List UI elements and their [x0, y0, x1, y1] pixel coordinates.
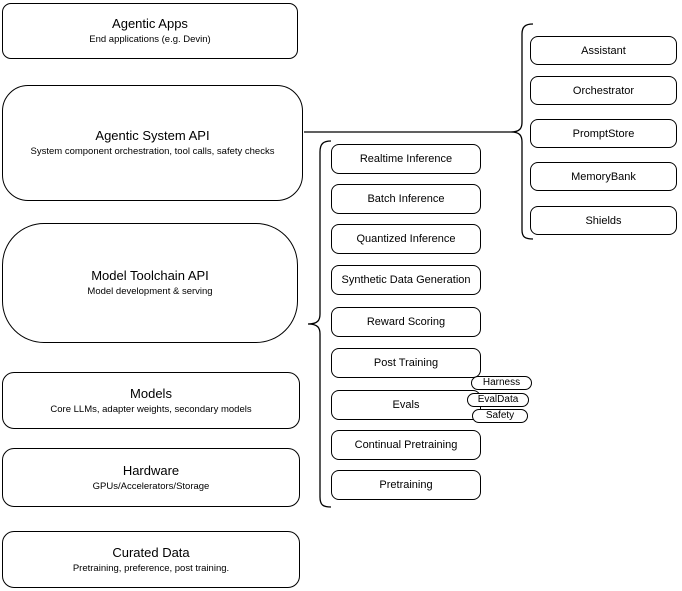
layer-agentic-apps-title: Agentic Apps	[112, 16, 188, 31]
layer-agentic-system-api: Agentic System API System component orch…	[2, 85, 303, 201]
service-quantized-inference: Quantized Inference	[331, 224, 481, 254]
service-realtime-inference: Realtime Inference	[331, 144, 481, 174]
layer-agentic-apps: Agentic Apps End applications (e.g. Devi…	[2, 3, 298, 59]
evals-tag-safety: Safety	[472, 409, 528, 423]
component-promptstore: PromptStore	[530, 119, 677, 148]
layer-model-toolchain-api: Model Toolchain API Model development & …	[2, 223, 298, 343]
component-memorybank: MemoryBank	[530, 162, 677, 191]
service-continual-pretraining: Continual Pretraining	[331, 430, 481, 460]
service-synthetic-data-generation: Synthetic Data Generation	[331, 265, 481, 295]
evals-tag-evaldata: EvalData	[467, 393, 529, 407]
layer-agentic-apps-subtitle: End applications (e.g. Devin)	[89, 34, 211, 45]
layer-models-title: Models	[130, 385, 172, 401]
component-shields: Shields	[530, 206, 677, 235]
component-assistant: Assistant	[530, 36, 677, 65]
layer-curated-data: Curated Data Pretraining, preference, po…	[2, 531, 300, 588]
service-pretraining: Pretraining	[331, 470, 481, 500]
layer-hardware-subtitle: GPUs/Accelerators/Storage	[92, 480, 210, 492]
layer-agentic-system-api-subtitle: System component orchestration, tool cal…	[30, 146, 275, 157]
layer-model-toolchain-api-title: Model Toolchain API	[91, 268, 209, 283]
layer-models: Models Core LLMs, adapter weights, secon…	[2, 372, 300, 429]
evals-tag-harness: Harness	[471, 376, 532, 390]
toolchain-brace	[307, 140, 332, 508]
service-post-training: Post Training	[331, 348, 481, 378]
layer-hardware-title: Hardware	[122, 462, 180, 478]
layer-curated-data-subtitle: Pretraining, preference, post training.	[72, 562, 230, 574]
service-evals: Evals	[331, 390, 481, 420]
layer-model-toolchain-api-subtitle: Model development & serving	[87, 286, 213, 297]
layer-curated-data-title: Curated Data	[112, 544, 190, 560]
service-batch-inference: Batch Inference	[331, 184, 481, 214]
layer-models-subtitle: Core LLMs, adapter weights, secondary mo…	[50, 403, 252, 415]
component-orchestrator: Orchestrator	[530, 76, 677, 105]
layer-agentic-system-api-title: Agentic System API	[95, 128, 210, 143]
layer-hardware: Hardware GPUs/Accelerators/Storage	[2, 448, 300, 507]
service-reward-scoring: Reward Scoring	[331, 307, 481, 337]
